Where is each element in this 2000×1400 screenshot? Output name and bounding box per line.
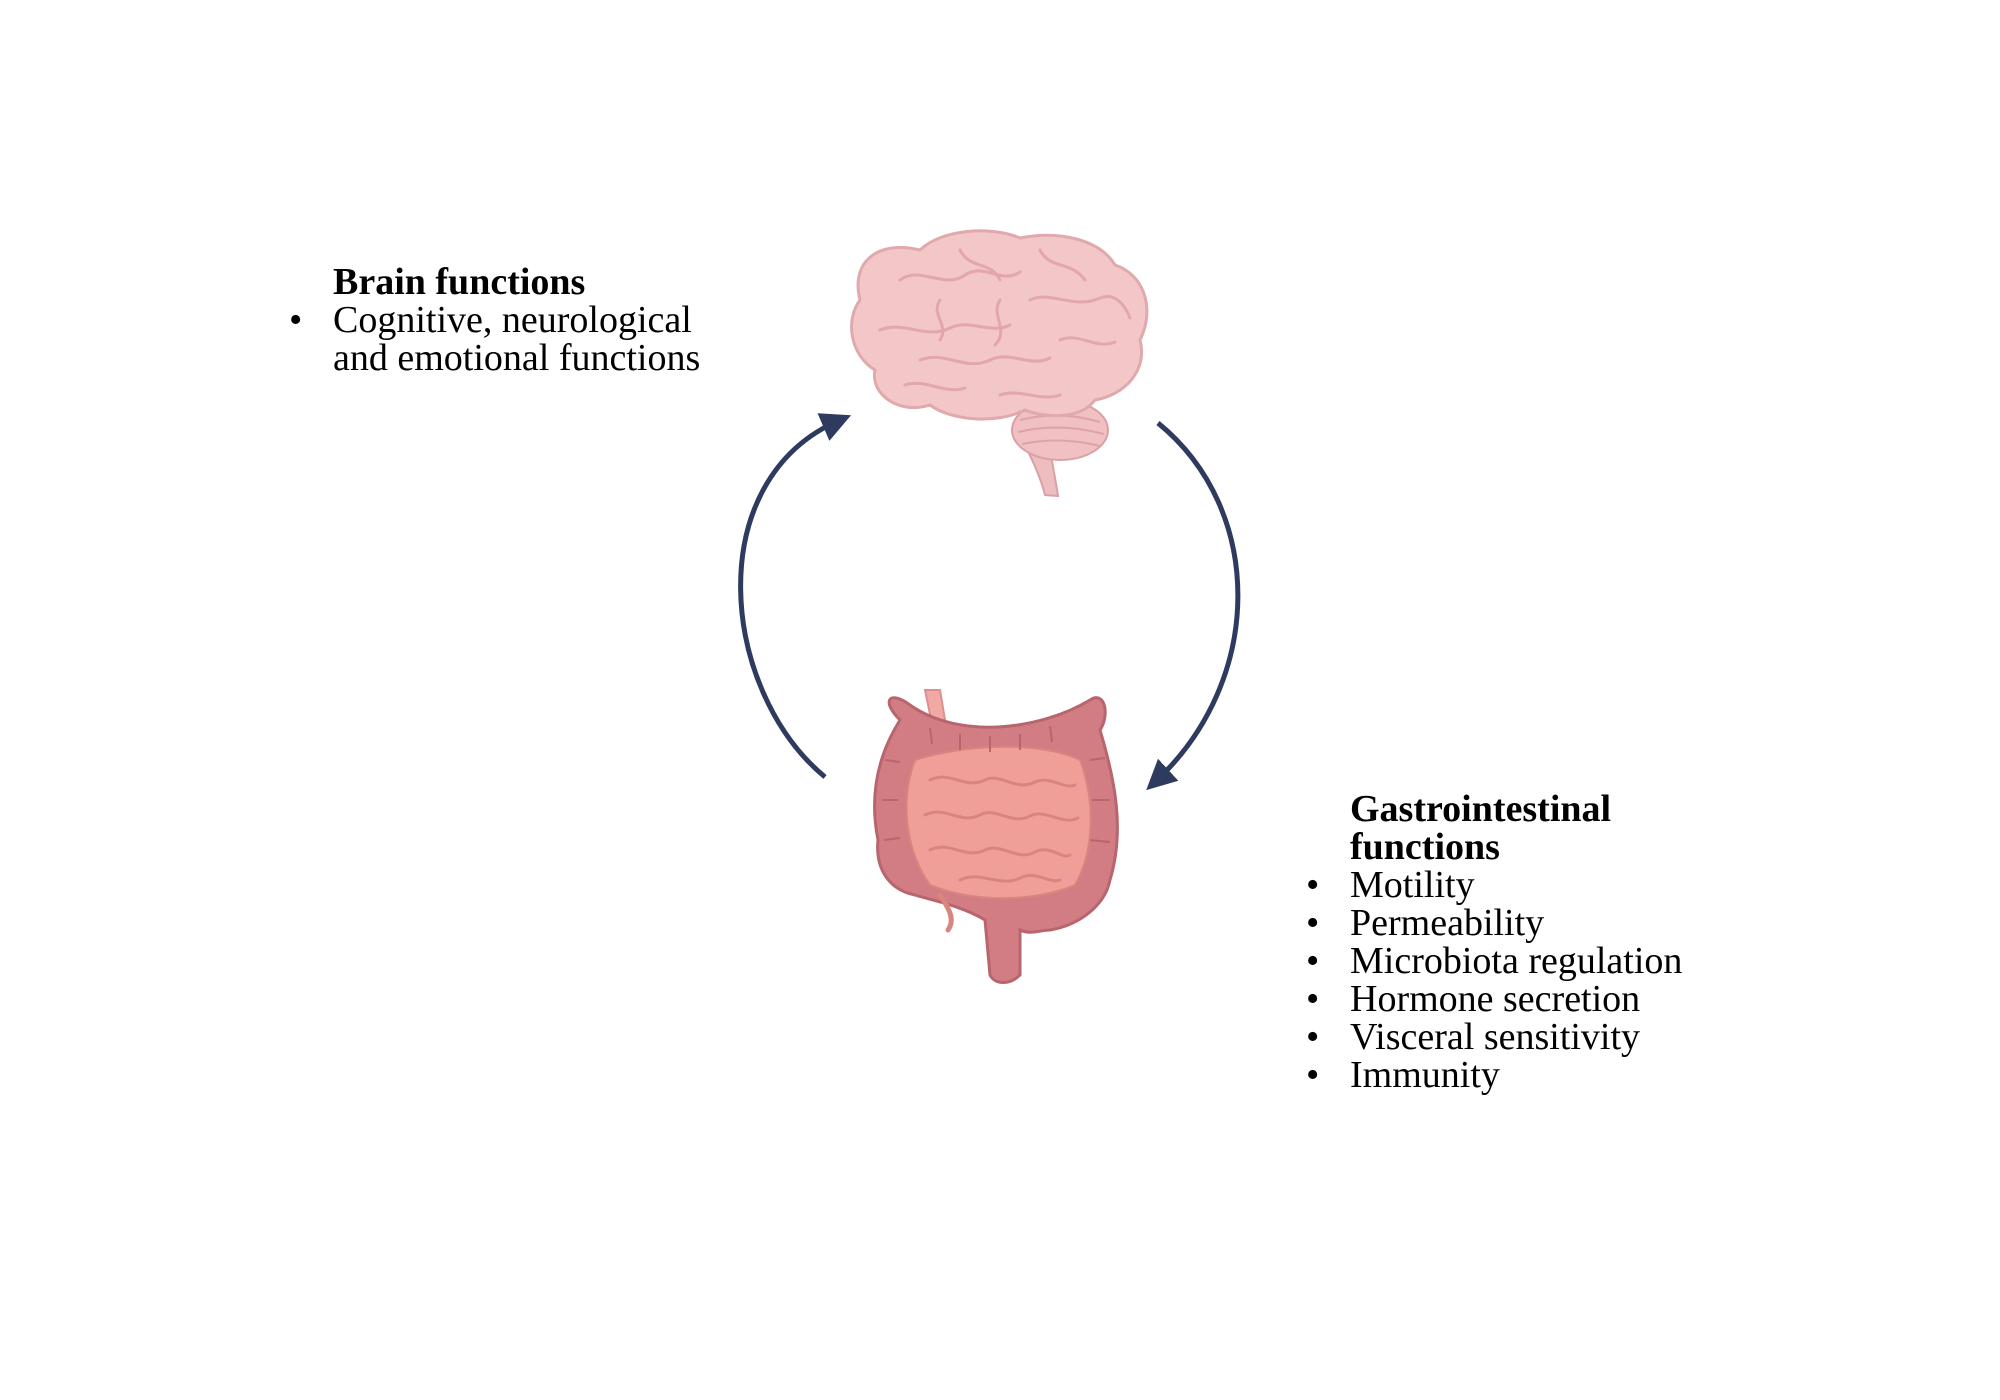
list-item: • Immunity (1306, 1054, 1770, 1096)
bullet-icon: • (1306, 1016, 1320, 1058)
list-item-text: Motility (1350, 864, 1475, 906)
bullet-icon: • (1306, 902, 1320, 944)
bullet-icon: • (289, 299, 303, 341)
list-item: • Motility (1306, 864, 1770, 906)
brain-icon (850, 229, 1149, 498)
gastrointestinal-functions-block: Gastrointestinal functions • Motility • … (1306, 788, 1770, 1096)
gastrointestinal-functions-title: Gastrointestinal functions (1350, 788, 1612, 868)
list-item: • Visceral sensitivity (1306, 1016, 1770, 1058)
bullet-icon: • (1306, 1054, 1320, 1096)
list-item: • Hormone secretion (1306, 978, 1770, 1020)
brain-folds (878, 248, 1132, 399)
list-item-text: Microbiota regulation (1350, 940, 1683, 982)
brain-to-gut-arrow (1146, 421, 1241, 791)
list-item: • Permeability (1306, 902, 1770, 944)
bullet-icon: • (1306, 978, 1320, 1020)
brain-functions-list: • Cognitive, neurological and emotional … (289, 299, 753, 379)
gastrointestinal-functions-list: • Motility • Permeability • Microbiota r… (1306, 864, 1770, 1096)
brain-functions-title: Brain functions (333, 261, 586, 303)
list-item-text: Permeability (1350, 902, 1545, 944)
bullet-icon: • (1306, 940, 1320, 982)
list-item: • Microbiota regulation (1306, 940, 1770, 982)
list-item: • Cognitive, neurological and emotional … (289, 299, 753, 379)
small-intestine-loops (923, 775, 1080, 883)
colon-haustra (882, 725, 1111, 843)
bullet-icon: • (1306, 864, 1320, 906)
appendix (937, 892, 954, 933)
gut-to-brain-arrow (738, 413, 852, 779)
list-item-text: Immunity (1350, 1054, 1500, 1096)
intestines-icon (873, 689, 1119, 984)
list-item-text: Cognitive, neurological and emotional fu… (333, 299, 701, 379)
brain-functions-block: Brain functions • Cognitive, neurologica… (289, 261, 753, 379)
small-intestine (905, 745, 1092, 900)
list-item-text: Hormone secretion (1350, 978, 1641, 1020)
list-item-text: Visceral sensitivity (1350, 1016, 1641, 1058)
